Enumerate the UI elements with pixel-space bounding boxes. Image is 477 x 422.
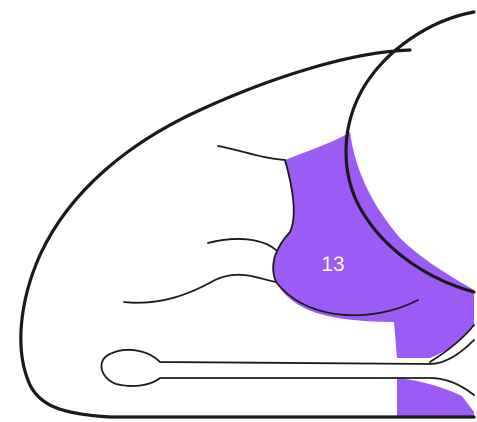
lower-fold-line (124, 275, 276, 303)
region-13-lower-fill (397, 378, 474, 416)
middle-fold-line (208, 239, 276, 250)
upper-fold-line (218, 146, 285, 160)
region-13-fill (273, 132, 474, 358)
region-13-label: 13 (321, 253, 344, 276)
